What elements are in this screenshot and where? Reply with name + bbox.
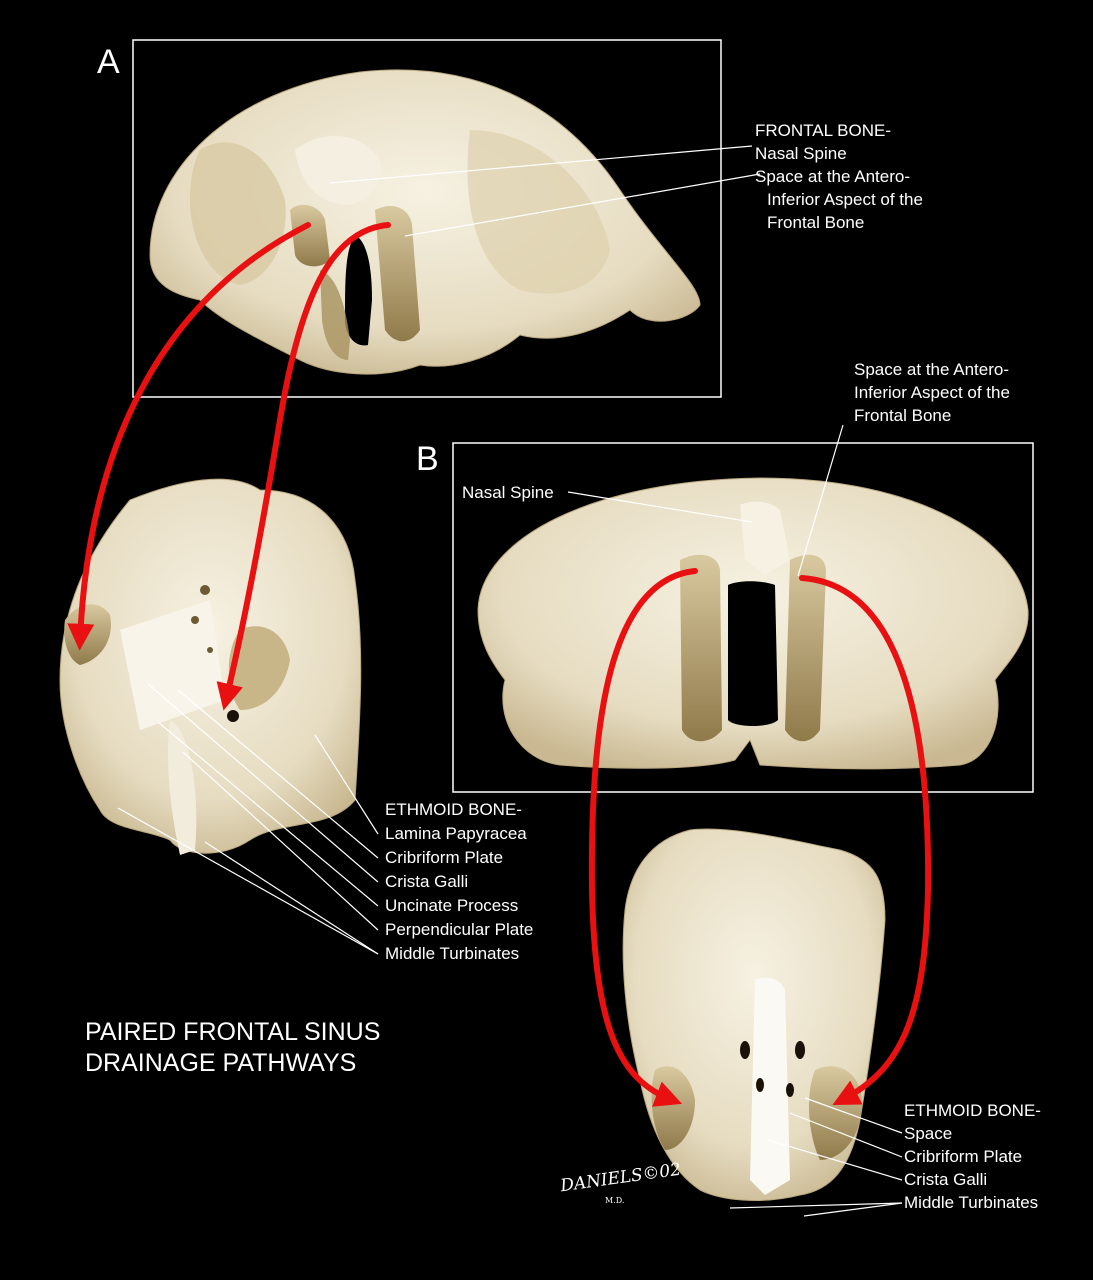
arrow-left-pathway-a [67,222,311,651]
ethmoid-bone-right [622,828,886,1201]
space-label-right: Space [904,1124,953,1143]
nasal-spine-label-a: Nasal Spine [755,144,847,163]
crista-galli-label-right: Crista Galli [904,1170,988,1189]
arrow-right-pathway-b [799,575,932,1105]
ethmoid-right-heading: ETHMOID BONE- [904,1101,1041,1120]
perpendicular-plate-label: Perpendicular Plate [385,920,534,939]
middle-turbinates-label-right: Middle Turbinates [904,1193,1039,1212]
nasal-spine-label-b: Nasal Spine [462,483,554,502]
space-label-a-line3: Frontal Bone [767,213,865,232]
leader-lines [117,145,903,1217]
space-label-a-line2: Inferior Aspect of the [767,190,923,209]
ethmoid-left-label-group: ETHMOID BONE- Lamina Papyracea Cribrifor… [385,798,533,966]
frontal-bone-heading-a: FRONTAL BONE- [755,121,892,140]
ethmoid-right-label-group: ETHMOID BONE- Space Cribriform Plate Cri… [904,1099,1041,1214]
arrow-left-pathway-b [588,568,698,1107]
uncinate-process-label: Uncinate Process [385,896,519,915]
space-label-b-line3: Frontal Bone [854,406,952,425]
panel-b-space-label: Space at the Antero- Inferior Aspect of … [854,358,1010,427]
panel-b-letter: B [416,440,439,478]
arrow-right-pathway-a [216,222,391,711]
cribriform-plate-label-left: Cribriform Plate [385,848,504,867]
title-line1: PAIRED FRONTAL SINUS [85,1018,381,1046]
lamina-papyracea-label: Lamina Papyracea [385,824,527,843]
ethmoid-left-heading: ETHMOID BONE- [385,800,522,819]
middle-turbinates-label-left: Middle Turbinates [385,944,520,963]
space-label-a-line1: Space at the Antero- [755,167,910,186]
panel-a-letter: A [97,43,120,81]
panel-b-frame [452,442,1034,793]
frontal-bone-b [477,477,1029,770]
space-label-b-line1: Space at the Antero- [854,360,1009,379]
artist-signature-suffix: M.D. [605,1196,625,1205]
figure-title: PAIRED FRONTAL SINUS DRAINAGE PATHWAYS [85,1017,380,1079]
crista-galli-label-left: Crista Galli [385,872,469,891]
drainage-arrows [67,222,932,1107]
frontal-bone-a [149,69,701,375]
ethmoid-bone-left [59,478,362,855]
panel-a-frame [132,39,722,398]
cribriform-plate-label-right: Cribriform Plate [904,1147,1023,1166]
panel-a-label-group: FRONTAL BONE- Nasal Spine Space at the A… [755,119,923,234]
title-line2: DRAINAGE PATHWAYS [85,1049,357,1077]
space-label-b-line2: Inferior Aspect of the [854,383,1010,402]
